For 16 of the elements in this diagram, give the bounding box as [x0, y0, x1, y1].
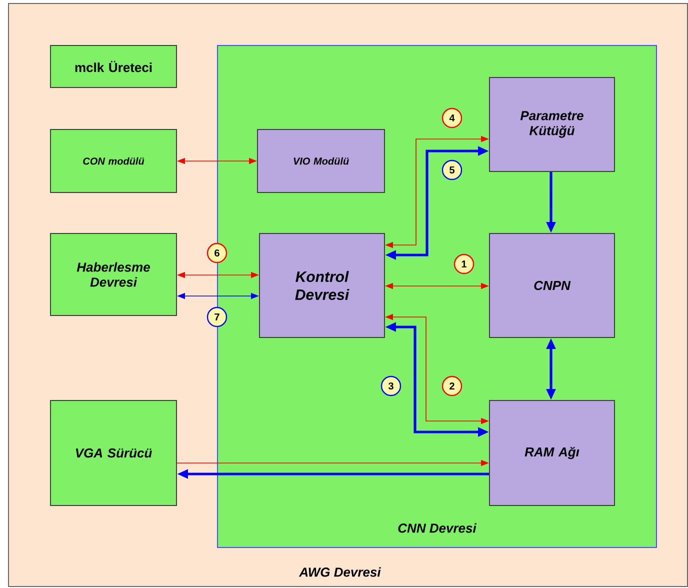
callout-number: 6	[206, 242, 228, 264]
callout-number: 7	[206, 306, 228, 328]
callout-number: 1	[454, 254, 474, 274]
callout-number: 5	[442, 160, 462, 180]
callout-number: 2	[442, 376, 462, 396]
callout-number: 4	[442, 108, 462, 128]
module-box: Kontrol Devresi	[259, 233, 385, 338]
module-box: VGA Sürücü	[50, 400, 177, 506]
module-box: CNPN	[489, 233, 615, 338]
module-box: CON modülü	[50, 129, 177, 193]
module-box: RAM Ağı	[489, 400, 615, 506]
module-box: Parametre Kütüğü	[489, 77, 615, 172]
module-box: mclk Üreteci	[50, 45, 177, 88]
callout-number: 3	[380, 376, 402, 396]
module-box: VIO Modülü	[257, 129, 385, 193]
module-box: Haberlesme Devresi	[50, 233, 177, 316]
